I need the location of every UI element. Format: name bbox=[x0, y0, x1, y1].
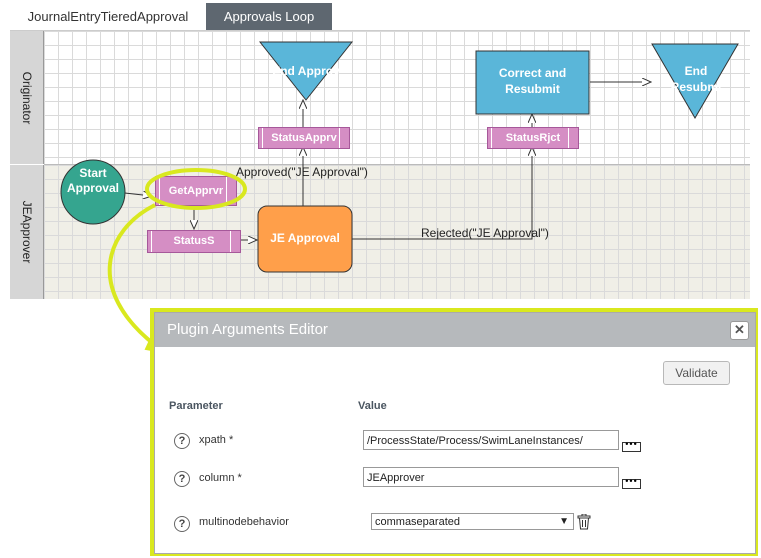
value-column-header: Value bbox=[358, 400, 387, 412]
param-name-multinodebehavior: multinodebehavior bbox=[199, 516, 289, 528]
getapprvr-label: GetApprvr bbox=[168, 185, 224, 197]
plugin-arguments-editor-dialog: Plugin Arguments Editor ✕ Validate Param… bbox=[154, 312, 756, 554]
dialog-title: Plugin Arguments Editor bbox=[167, 321, 328, 338]
swimlane-originator bbox=[44, 31, 750, 165]
trash-icon[interactable] bbox=[577, 514, 591, 530]
je-approval-box bbox=[257, 205, 353, 273]
help-icon[interactable]: ? bbox=[174, 516, 190, 532]
end-resubmit-label[interactable]: End Resubmi bbox=[670, 64, 722, 94]
close-icon[interactable]: ✕ bbox=[730, 321, 749, 340]
xpath-ellipsis-button[interactable]: ••• bbox=[622, 440, 641, 452]
diagram-shapes bbox=[60, 41, 739, 273]
end-resubmit-triangle bbox=[651, 43, 739, 119]
statuss-label: StatusS bbox=[173, 235, 215, 247]
dialog-header: Plugin Arguments Editor ✕ bbox=[155, 313, 755, 347]
param-name-column: column * bbox=[199, 472, 242, 484]
statuss-task[interactable]: StatusS bbox=[147, 230, 241, 253]
help-icon[interactable]: ? bbox=[174, 471, 190, 487]
help-icon[interactable]: ? bbox=[174, 433, 190, 449]
start-event-label[interactable]: Start Approval bbox=[66, 166, 119, 195]
correct-resubmit-box bbox=[475, 50, 590, 115]
statusrjct-task[interactable]: StatusRjct bbox=[487, 127, 579, 149]
je-approval-label[interactable]: JE Approval bbox=[270, 231, 340, 245]
end-approved-triangle bbox=[258, 41, 354, 101]
end-approved-label[interactable]: End Approv bbox=[272, 64, 340, 78]
xpath-value-field[interactable]: /ProcessState/Process/SwimLaneInstances/ bbox=[363, 430, 619, 450]
lane-label-jeapprover: JEApprover bbox=[10, 165, 44, 299]
tab-approvals-loop[interactable]: Approvals Loop bbox=[206, 3, 332, 30]
parameter-column-header: Parameter bbox=[169, 400, 223, 412]
multinodebehavior-select[interactable]: commaseparated ▼ bbox=[371, 513, 574, 530]
correct-resubmit-label[interactable]: Correct and Resubmit bbox=[498, 66, 567, 96]
flow-label-rejected: Rejected("JE Approval") bbox=[421, 226, 549, 240]
param-name-xpath: xpath * bbox=[199, 434, 234, 446]
chevron-down-icon: ▼ bbox=[559, 516, 569, 527]
tab-journal-entry-tiered-approval[interactable]: JournalEntryTieredApproval bbox=[10, 3, 206, 30]
statusapprv-label: StatusApprv bbox=[271, 132, 337, 144]
column-value-field[interactable]: JEApprover bbox=[363, 467, 619, 487]
flow-label-approved: Approved("JE Approval") bbox=[236, 165, 368, 179]
multinodebehavior-selected-value: commaseparated bbox=[375, 516, 460, 528]
statusrjct-label: StatusRjct bbox=[505, 132, 561, 144]
flow-je-approval-to-statusrjct bbox=[352, 147, 532, 240]
column-ellipsis-button[interactable]: ••• bbox=[622, 477, 641, 489]
flow-start-to-getapprvr bbox=[124, 193, 152, 196]
getapprvr-task[interactable]: GetApprvr bbox=[155, 176, 237, 206]
lane-label-originator: Originator bbox=[10, 31, 44, 164]
validate-button[interactable]: Validate bbox=[663, 361, 730, 385]
statusapprv-task[interactable]: StatusApprv bbox=[258, 127, 350, 149]
